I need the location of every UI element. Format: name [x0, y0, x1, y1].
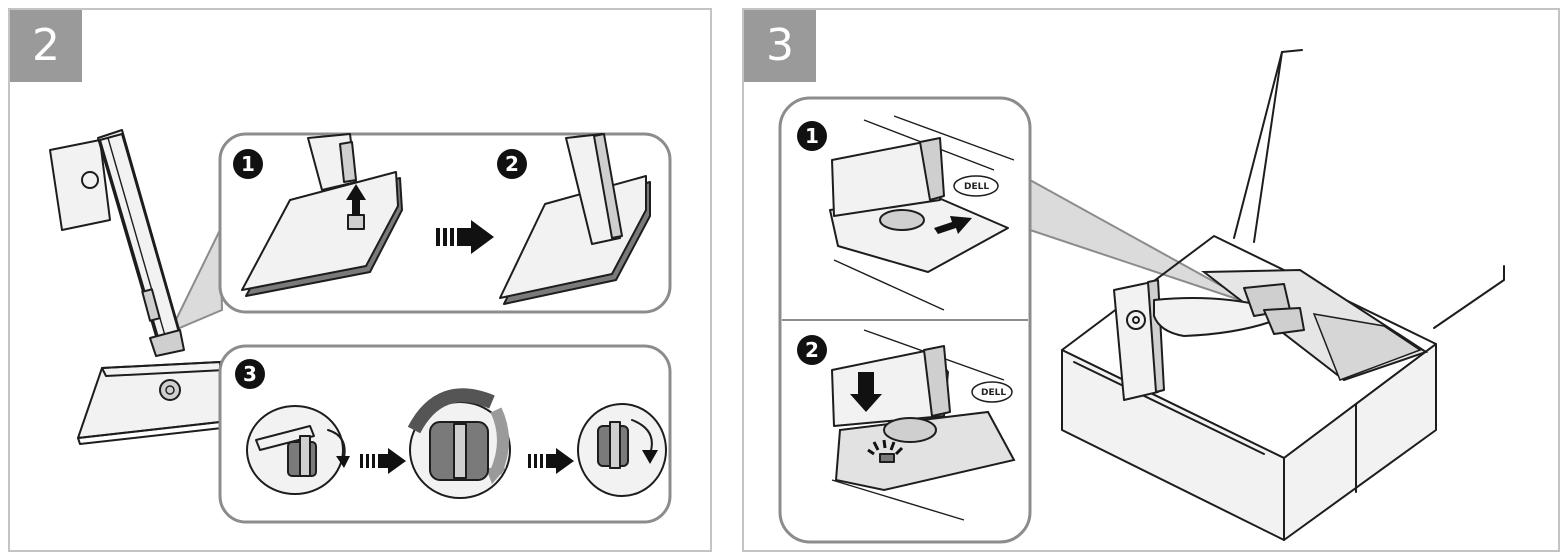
step-3-number: 3 [744, 10, 816, 82]
base-after-illustration [499, 133, 651, 305]
substep-2-badge: 2 [497, 149, 527, 179]
base-before-illustration [241, 133, 403, 297]
dell-logo-text-2: DELL [981, 388, 1006, 398]
base-click-illustration: DELL [831, 329, 1016, 521]
substep-3-badge: 3 [235, 359, 265, 389]
arrow-up-icon [346, 184, 366, 216]
step-2-illustration: 1 2 [49, 129, 672, 524]
monitor-box-illustration [1061, 49, 1505, 541]
step-3-panel: 3 [742, 8, 1560, 552]
base-slide-illustration: DELL [829, 115, 1015, 311]
step-3-illustration: 1 DELL 2 DELL [778, 49, 1505, 544]
arrow-right-icon [528, 448, 574, 474]
substep-1-label: 1 [241, 152, 255, 176]
substep-2-badge: 2 [797, 335, 827, 365]
stand-base-illustration [77, 361, 226, 445]
thumbscrew-rotating-illustration [407, 388, 511, 499]
click-sparks-icon [867, 439, 904, 456]
thumbscrew-tightened-illustration [577, 403, 667, 497]
zoom-connector-top [167, 229, 224, 334]
panel3-substep-1-label: 1 [805, 124, 819, 148]
arrow-down-icon [850, 372, 882, 412]
stand-riser-illustration [49, 129, 185, 357]
substep-2-label: 2 [505, 152, 519, 176]
dell-logo-text-1: DELL [964, 182, 989, 192]
arrow-right-icon [360, 448, 406, 474]
panel3-substep-2-label: 2 [805, 338, 819, 362]
arrow-right-icon [436, 220, 494, 254]
thumbscrew-folded-illustration [246, 405, 350, 495]
step-2-panel: 2 1 [8, 8, 712, 552]
step-2-number: 2 [10, 10, 82, 82]
arrow-right-icon [934, 216, 972, 234]
substep-1-badge: 1 [797, 121, 827, 151]
substep-3-label: 3 [243, 362, 257, 386]
dell-logo-2 [971, 381, 1013, 403]
substep-1-badge: 1 [233, 149, 263, 179]
dell-logo-1 [953, 175, 999, 197]
